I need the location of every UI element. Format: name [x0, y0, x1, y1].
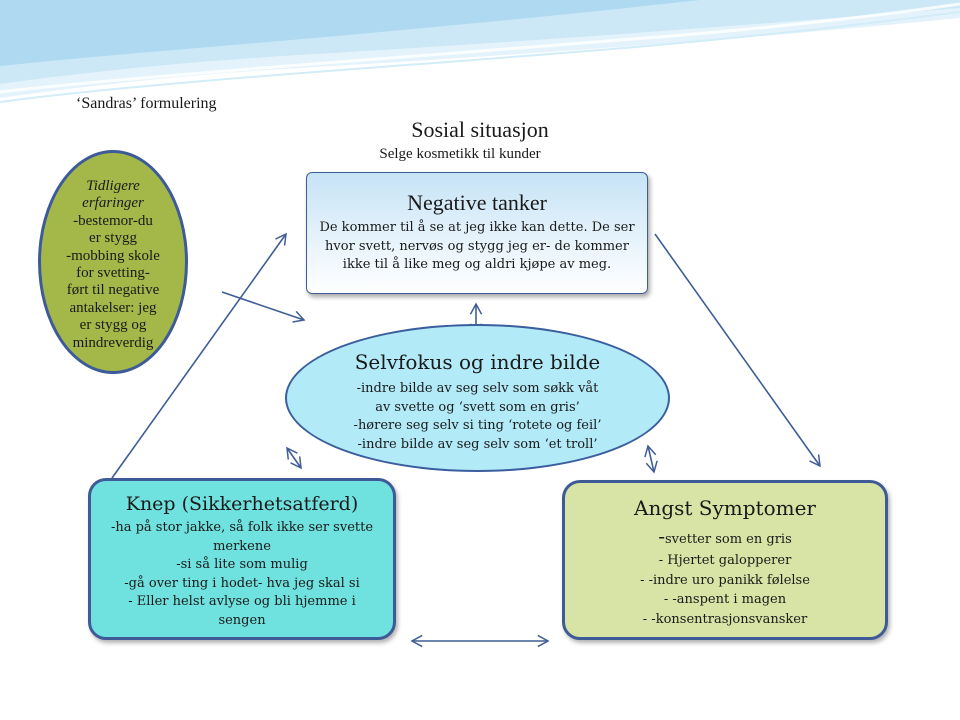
safety-behavior-line: sengen	[218, 612, 266, 628]
experiences-ellipse	[38, 150, 188, 374]
safety-behavior-title: Knep (Sikkerhetsatferd)	[125, 493, 359, 515]
self-focus-line: av svette og ‘svett som en gris’	[375, 399, 580, 415]
experiences-line: er stygg og	[79, 317, 147, 334]
self-focus-ellipse	[285, 324, 670, 472]
anxiety-item: - -anspent i magen	[663, 592, 787, 608]
page-title: ‘Sandras’ formulering	[76, 95, 217, 112]
negative-thoughts-line: ikke til å like meg og aldri kjøpe av me…	[342, 257, 612, 272]
negative-thoughts-title: Negative tanker	[407, 190, 547, 215]
negative-thoughts-line: De kommer til å se at jeg ikke kan dette…	[319, 220, 635, 235]
negative-thoughts-text: De kommer til å se at jeg ikke kan dette…	[307, 219, 647, 275]
anxiety-symptoms-box: Angst Symptomer -svetter som en gris - H…	[562, 480, 888, 640]
anxiety-list: - Hjertet galopperer - -indre uro panikk…	[565, 551, 885, 630]
arrow-selffocus-angst	[644, 444, 658, 474]
anxiety-item: - Hjertet galopperer	[658, 553, 792, 568]
experiences-line: antakelser: jeg	[69, 299, 157, 316]
experiences-line: Tidligere	[86, 178, 140, 194]
safety-behavior-line: merkene	[213, 538, 271, 554]
safety-behavior-line: -si så lite som mulig	[176, 557, 308, 572]
experiences-line: mindreverdig	[72, 334, 154, 351]
self-focus-line: -indre bilde av seg selv som ‘et troll’	[357, 436, 598, 452]
anxiety-item: - -konsentrasjonsvansker	[642, 612, 808, 628]
self-focus-line: -hørere seg selv si ting ‘rotete og feil…	[353, 418, 602, 434]
self-focus-title: Selvfokus og indre bilde	[354, 350, 601, 374]
negative-thoughts-box: Negative tanker De kommer til å se at je…	[306, 172, 648, 294]
self-focus-text: -indre bilde av seg selv som søkk våt av…	[285, 380, 670, 454]
anxiety-item: - -indre uro panikk følelse	[640, 572, 810, 588]
safety-behavior-text: -ha på stor jakke, så folk ikke ser svet…	[91, 519, 393, 630]
anxiety-first-dash: -	[658, 524, 666, 548]
safety-behavior-box: Knep (Sikkerhetsatferd) -ha på stor jakk…	[88, 478, 396, 640]
arrow-knep-to-negative	[111, 232, 287, 479]
safety-behavior-line: -gå over ting i hodet- hva jeg skal si	[124, 575, 360, 591]
anxiety-first-item: -svetter som en gris	[565, 525, 885, 551]
arrow-negative-to-angst	[654, 233, 821, 468]
negative-thoughts-line: hvor svett, nervøs og stygg jeg er- de k…	[325, 238, 629, 254]
safety-behavior-line: - Eller helst avlyse og bli hjemme i	[128, 594, 356, 609]
experiences-line: for svetting-	[76, 265, 150, 282]
self-focus-line: -indre bilde av seg selv som søkk våt	[356, 381, 599, 396]
experiences-text: Tidligere erfaringer -bestemor-du er sty…	[38, 178, 188, 352]
situation-title: Sosial situasjon	[411, 117, 549, 142]
arrow-experience-to-negative	[221, 291, 306, 323]
anxiety-title: Angst Symptomer	[634, 496, 816, 520]
situation-subtitle: Selge kosmetikk til kunder	[379, 146, 541, 162]
anxiety-first-text: svetter som en gris	[665, 532, 792, 547]
experiences-line: -mobbing skole	[66, 247, 160, 264]
experiences-line: ført til negative	[66, 282, 160, 299]
experiences-line: erfaringer	[82, 195, 144, 212]
header-wave-decoration	[0, 0, 960, 103]
safety-behavior-line: -ha på stor jakke, så folk ikke ser svet…	[110, 520, 374, 535]
experiences-line: -bestemor-du	[73, 212, 153, 229]
experiences-line: er stygg	[89, 230, 137, 247]
arrow-selffocus-knep	[286, 446, 302, 470]
